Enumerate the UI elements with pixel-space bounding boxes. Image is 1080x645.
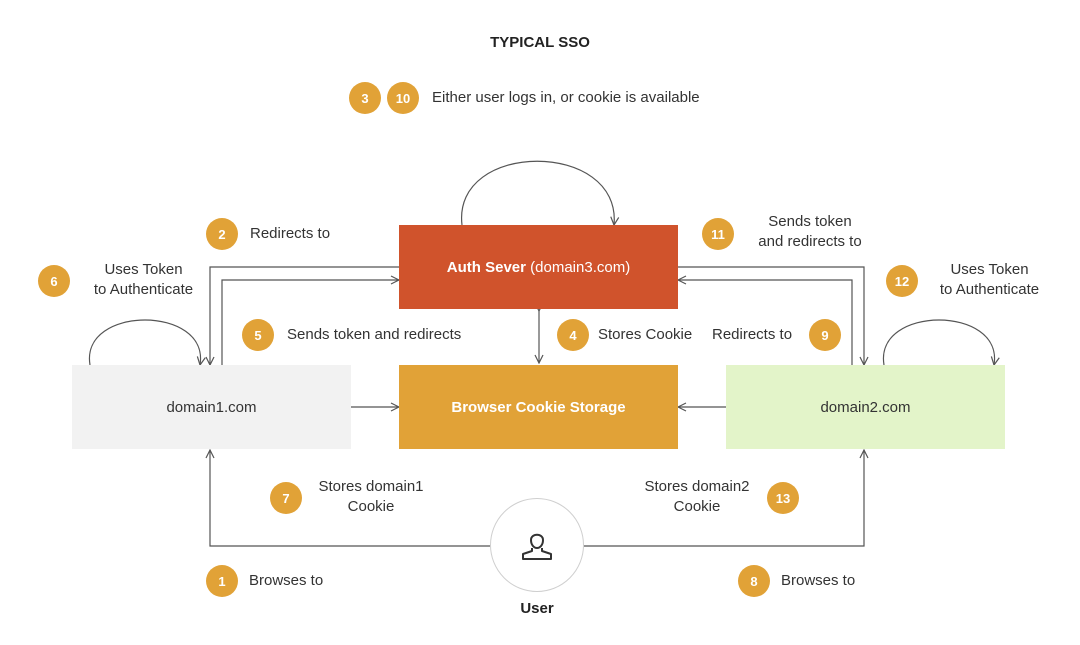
domain1-box: domain1.com [72, 365, 351, 449]
domain2-self-loop [883, 319, 994, 365]
step-label-11-line2: and redirects to [758, 233, 862, 250]
step-label-3-10: Either user logs in, or cookie is availa… [432, 89, 700, 106]
step-label-12-line2: to Authenticate [939, 281, 1040, 298]
domain2-box: domain2.com [726, 365, 1005, 449]
arrow-user-to-domain2 [584, 450, 864, 547]
step-label-6-line2: to Authenticate [93, 281, 194, 298]
step-badge-7: 7 [270, 482, 302, 514]
arrow-token-to-domain2 [678, 266, 864, 365]
step-label-6: Uses Token to Authenticate [76, 260, 211, 300]
arrow-token-to-domain1 [210, 266, 399, 365]
step-badge-1: 1 [206, 565, 238, 597]
step-badge-5: 5 [242, 319, 274, 351]
step-label-13: Stores domain2 Cookie [632, 477, 762, 517]
step-label-2: Redirects to [250, 225, 331, 242]
auth-self-loop [461, 160, 615, 225]
step-label-7: Stores domain1 Cookie [306, 477, 436, 517]
step-badge-3: 3 [349, 82, 381, 114]
step-badge-2: 2 [206, 218, 238, 250]
step-label-7-line1: Stores domain1 [318, 478, 424, 495]
step-badge-6: 6 [38, 265, 70, 297]
step-label-12: Uses Token to Authenticate [922, 260, 1057, 300]
step-badge-8: 8 [738, 565, 770, 597]
user-icon [522, 533, 552, 560]
arrow-user-to-domain1 [210, 450, 490, 547]
arrow-redirect-to-auth [221, 280, 399, 365]
auth-server-label: Auth Sever [446, 258, 526, 276]
cookie-storage-label: Browser Cookie Storage [451, 398, 626, 416]
domain1-label: domain1.com [166, 398, 257, 416]
step-badge-12: 12 [886, 265, 918, 297]
step-label-5: Sends token and redirects [287, 326, 462, 343]
step-label-7-line2: Cookie [347, 498, 395, 515]
step-label-9: Redirects to [712, 326, 793, 343]
domain1-self-loop [89, 319, 200, 365]
arrow-redirect-to-auth-2 [678, 280, 853, 365]
step-label-1: Browses to [249, 572, 324, 589]
step-label-6-line1: Uses Token [104, 261, 183, 278]
step-badge-10: 10 [387, 82, 419, 114]
cookie-storage-box: Browser Cookie Storage [399, 365, 678, 449]
step-badge-9: 9 [809, 319, 841, 351]
step-label-4: Stores Cookie [598, 326, 693, 343]
auth-server-box: Auth Sever (domain3.com) [399, 225, 678, 309]
step-label-8: Browses to [781, 572, 856, 589]
step-label-11-line1: Sends token [768, 213, 852, 230]
step-label-13-line2: Cookie [673, 498, 721, 515]
step-badge-11: 11 [702, 218, 734, 250]
step-badge-4: 4 [557, 319, 589, 351]
auth-server-domain: (domain3.com) [530, 258, 631, 276]
domain2-label: domain2.com [820, 398, 911, 416]
user-node [490, 498, 584, 592]
step-badge-13: 13 [767, 482, 799, 514]
diagram-title: TYPICAL SSO [490, 34, 590, 51]
step-label-13-line1: Stores domain2 [644, 478, 750, 495]
step-label-12-line1: Uses Token [950, 261, 1029, 278]
user-label: User [520, 600, 554, 617]
step-label-11: Sends token and redirects to [740, 212, 880, 252]
